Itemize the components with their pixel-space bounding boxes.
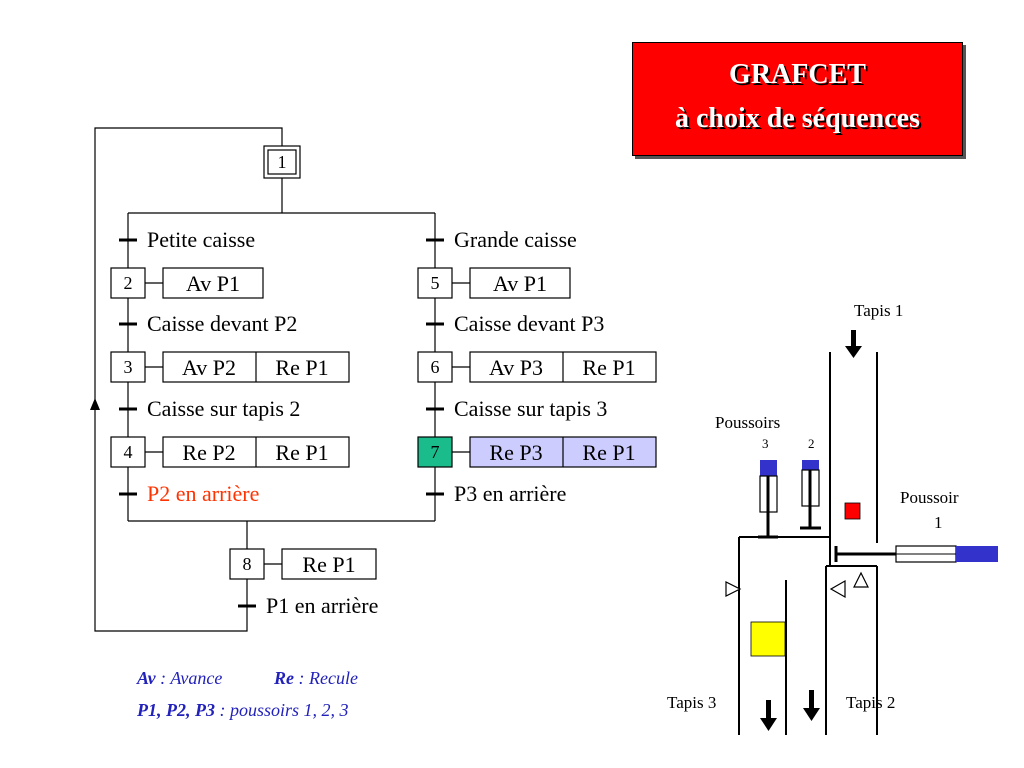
pusher-2	[800, 460, 821, 530]
action-3a-label: Av P2	[182, 355, 236, 380]
loop-back-link	[94, 127, 283, 632]
step-6-number: 6	[431, 357, 440, 377]
transition-bars	[119, 238, 444, 608]
label-pusher-3-number: 3	[762, 436, 769, 451]
pusher-numbers: 3 2	[762, 436, 815, 451]
action-labels: Av P1 Av P2 Re P1 Re P2 Re P1 Av P1 Av P…	[182, 271, 636, 577]
label-tapis2: Tapis 2	[846, 693, 895, 712]
transition-p2-en-arriere: P2 en arrière	[147, 481, 259, 506]
legend-av-abbr: Av	[136, 668, 157, 688]
transition-caisse-devant-p2: Caisse devant P2	[147, 311, 297, 336]
step-1-number: 1	[278, 152, 287, 172]
transition-caisse-devant-p3: Caisse devant P3	[454, 311, 604, 336]
sensor-tapis2-icon	[829, 579, 846, 599]
action-4a-label: Re P2	[182, 440, 235, 465]
action-6b-label: Re P1	[582, 355, 635, 380]
legend-p-def: : poussoirs 1, 2, 3	[215, 700, 349, 720]
arrow-down-icon	[760, 718, 777, 731]
transition-grande-caisse: Grande caisse	[454, 227, 577, 252]
legend: Av : Avance Re : Recule P1, P2, P3 : pou…	[136, 668, 358, 720]
label-pusher-2-number: 2	[808, 436, 815, 451]
large-box	[750, 621, 786, 657]
direction-arrows	[760, 330, 862, 731]
arrow-down-icon	[803, 708, 820, 721]
step-4-box	[110, 436, 146, 468]
step-7-number: 7	[431, 442, 440, 462]
step-6-box	[417, 351, 453, 383]
action-2-label: Av P1	[186, 271, 240, 296]
step-1-inner	[267, 149, 297, 175]
action-5-label: Av P1	[493, 271, 547, 296]
action-3b-label: Re P1	[275, 355, 328, 380]
sensor-junction-icon	[853, 571, 869, 588]
step-5-number: 5	[431, 273, 440, 293]
step-7-box-active	[417, 436, 453, 468]
conveyor-schematic	[738, 352, 878, 735]
legend-av-def: : Avance	[156, 668, 223, 688]
pusher-3-actuator	[760, 460, 777, 476]
step-3-box	[110, 351, 146, 383]
title-line-2: à choix de séquences	[675, 103, 920, 134]
action-box-2	[162, 267, 264, 299]
transition-p3-en-arriere: P3 en arrière	[454, 481, 566, 506]
legend-p-abbr: P1, P2, P3	[136, 700, 215, 720]
pusher-2-actuator	[802, 460, 819, 470]
transition-p1-en-arriere: P1 en arrière	[266, 593, 378, 618]
legend-line-1b: Re : Recule	[273, 668, 358, 688]
label-tapis3: Tapis 3	[667, 693, 716, 712]
action-8-label: Re P1	[302, 552, 355, 577]
label-poussoirs: Poussoirs	[715, 413, 780, 432]
step-4-number: 4	[124, 442, 133, 462]
arrow-down-icon	[845, 346, 862, 358]
arrow-tapis2-shaft	[809, 690, 814, 710]
transition-petite-caisse: Petite caisse	[147, 227, 255, 252]
loop-arrow-icon	[90, 398, 100, 410]
step-numbers: 1 2 3 4 5 6 7 8	[124, 152, 440, 574]
sensor-tapis3-icon	[725, 581, 742, 597]
legend-line-2: P1, P2, P3 : poussoirs 1, 2, 3	[136, 700, 349, 720]
sensors	[725, 571, 869, 599]
action-box-5	[469, 267, 571, 299]
pusher-3	[758, 460, 778, 539]
action-7b-label: Re P1	[582, 440, 635, 465]
action-7a-label: Re P3	[489, 440, 542, 465]
step-8-box	[229, 548, 265, 580]
label-poussoir1-line2: 1	[934, 513, 943, 532]
step-2-box	[110, 267, 146, 299]
step-8-number: 8	[243, 554, 252, 574]
transition-labels: Petite caisse Caisse devant P2 Caisse su…	[147, 227, 607, 618]
transition-caisse-sur-tapis-3: Caisse sur tapis 3	[454, 396, 607, 421]
step-3-number: 3	[124, 357, 133, 377]
small-box	[844, 502, 861, 520]
pusher-1-actuator	[956, 546, 998, 562]
action-box-8	[281, 548, 377, 580]
arrow-tapis3-shaft	[766, 700, 771, 720]
legend-line-1: Av : Avance	[136, 668, 222, 688]
transition-caisse-sur-tapis-2: Caisse sur tapis 2	[147, 396, 300, 421]
label-tapis1: Tapis 1	[854, 301, 903, 320]
label-poussoir1-line1: Poussoir	[900, 488, 959, 507]
legend-re-abbr: Re	[273, 668, 294, 688]
step-2-number: 2	[124, 273, 133, 293]
arrow-tapis1-shaft	[851, 330, 856, 348]
action-6a-label: Av P3	[489, 355, 543, 380]
step-5-box	[417, 267, 453, 299]
actions	[162, 267, 657, 580]
title-line-1: GRAFCET	[729, 59, 866, 90]
steps	[110, 145, 453, 580]
action-4b-label: Re P1	[275, 440, 328, 465]
title-box: GRAFCET à choix de séquences	[632, 42, 963, 156]
legend-re-def: : Recule	[294, 668, 358, 688]
schematic-labels: Tapis 1 Tapis 2 Tapis 3 Poussoirs Pousso…	[667, 301, 959, 712]
pusher-1	[834, 545, 998, 563]
